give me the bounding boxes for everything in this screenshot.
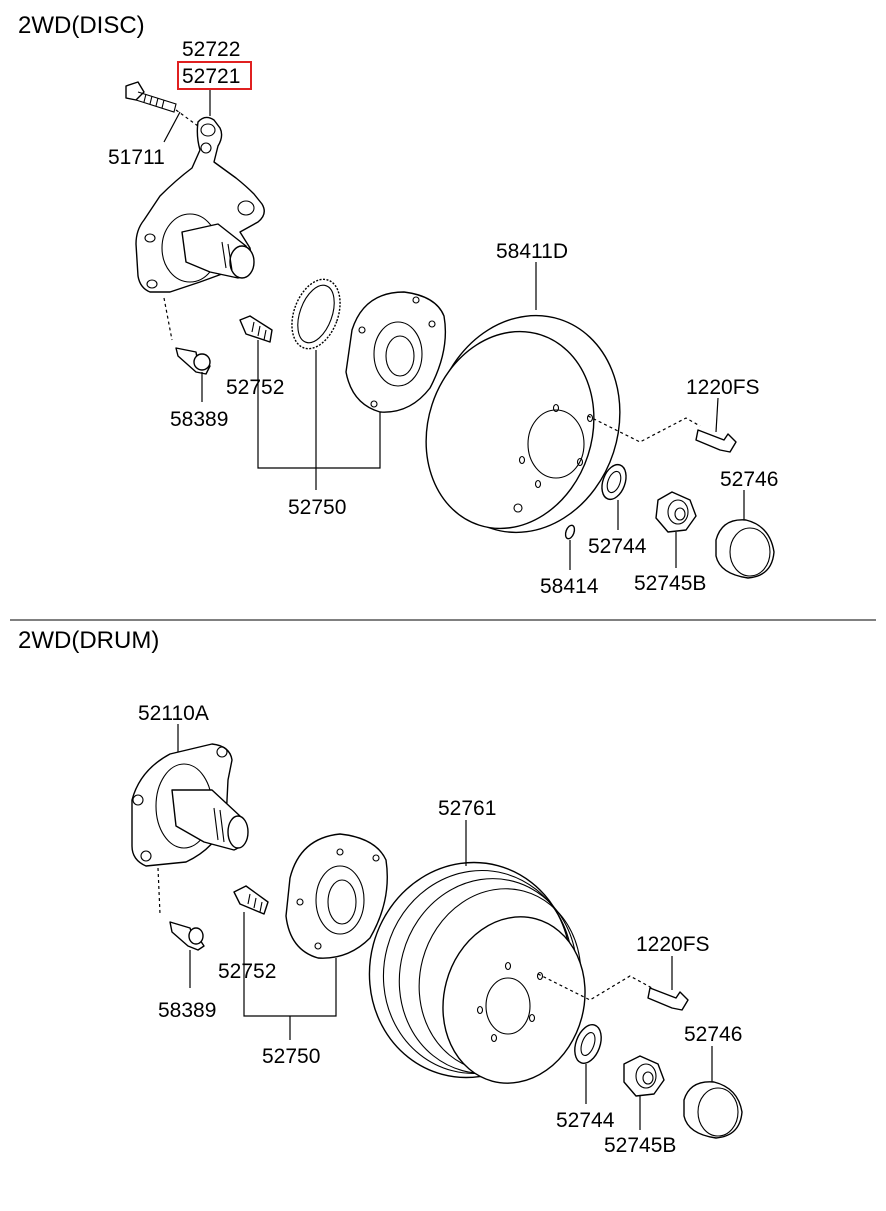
label-52745B[interactable]: 52745B [634,572,706,595]
leader-lines-disc [163,88,745,570]
hub-bearing-52750[interactable] [345,291,447,413]
bolt-58389-drum[interactable] [157,867,205,951]
label-52752[interactable]: 52752 [226,376,284,399]
label-58389[interactable]: 58389 [170,408,228,431]
label-52750[interactable]: 52750 [288,496,346,519]
bolt-51711[interactable] [125,81,199,127]
section-drum: 2WD(DRUM) [18,627,743,1157]
tone-ring[interactable] [283,273,349,356]
section-disc: 2WD(DISC) [18,12,778,598]
o-ring-58414[interactable] [564,524,576,540]
nut-52745B-drum[interactable] [623,1055,665,1097]
cap-52746-drum[interactable] [683,1081,743,1139]
label-58411D[interactable]: 58411D [496,240,568,263]
screw-1220FS-drum[interactable] [537,973,689,1011]
washer-52744[interactable] [598,461,631,502]
screw-1220FS[interactable] [587,415,737,453]
stud-52752[interactable] [239,315,273,343]
label-52752-drum[interactable]: 52752 [218,960,276,983]
label-51711[interactable]: 51711 [108,146,165,169]
label-1220FS[interactable]: 1220FS [686,376,760,399]
nut-52745B[interactable] [655,491,697,533]
label-52745B-drum[interactable]: 52745B [604,1134,676,1157]
label-58414[interactable]: 58414 [540,575,599,598]
label-52746-drum[interactable]: 52746 [684,1023,742,1046]
label-1220FS-drum[interactable]: 1220FS [636,933,710,956]
label-52744-drum[interactable]: 52744 [556,1109,615,1132]
highlight-box-52721 [177,61,252,90]
section-title-disc: 2WD(DISC) [18,12,145,39]
cap-52746[interactable] [715,519,775,579]
label-52750-drum[interactable]: 52750 [262,1045,320,1068]
label-52746[interactable]: 52746 [720,468,778,491]
leader-lines-drum [177,724,713,1130]
bolt-58389[interactable] [163,297,211,375]
washer-52744-drum[interactable] [570,1021,606,1067]
label-58389-drum[interactable]: 58389 [158,999,216,1022]
label-52722: 52722 [182,38,240,61]
label-52744[interactable]: 52744 [588,535,647,558]
label-52721[interactable]: 52721 [182,65,240,88]
label-52110A[interactable]: 52110A [138,702,209,725]
label-52761[interactable]: 52761 [438,797,496,820]
brake-disc-58411D[interactable] [401,291,647,557]
knuckle-part[interactable] [135,116,265,293]
brake-drum-52761[interactable] [345,840,603,1100]
section-title-drum: 2WD(DRUM) [18,627,159,654]
hub-bearing-52750-drum[interactable] [285,833,388,959]
stud-52752-drum[interactable] [233,885,269,915]
spindle-flange-52110A[interactable] [131,743,249,867]
